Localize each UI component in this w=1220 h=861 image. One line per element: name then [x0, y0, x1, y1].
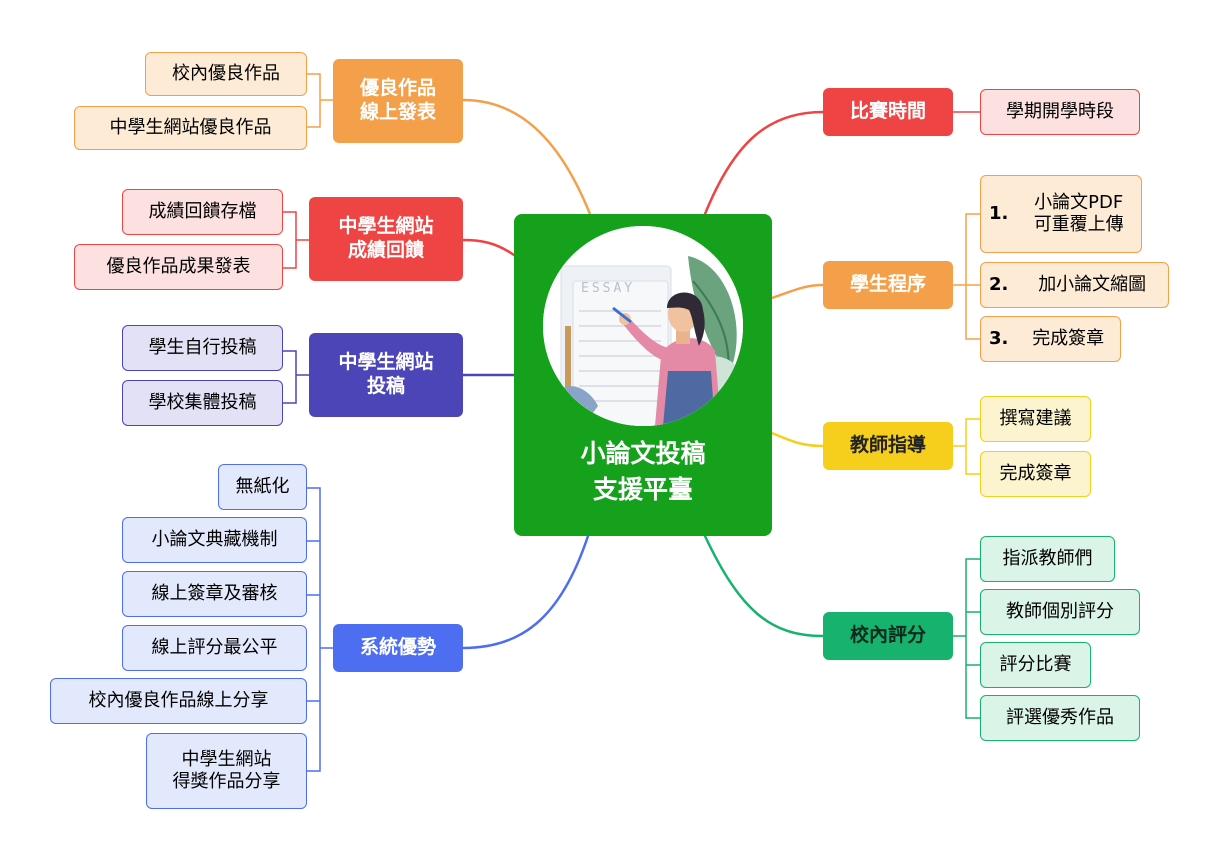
leaf-results-publish[interactable]: 優良作品成果發表	[74, 244, 283, 290]
step-text: 加小論文縮圖	[1038, 273, 1147, 295]
connector-advantages	[461, 534, 590, 650]
leaf-write-advice[interactable]: 撰寫建議	[980, 396, 1091, 442]
connector-works	[461, 98, 592, 216]
leaf-feedback-archive[interactable]: 成績回饋存檔	[122, 189, 283, 235]
leaf-archive-mechanism[interactable]: 小論文典藏機制	[122, 517, 307, 563]
connector-grading	[703, 534, 825, 638]
connector-procedure	[770, 283, 825, 300]
leaf-individual-grading[interactable]: 教師個別評分	[980, 589, 1140, 635]
step-text: 完成簽章	[1032, 327, 1105, 349]
leaf-online-signing[interactable]: 線上簽章及審核	[122, 571, 307, 617]
step-upload-pdf[interactable]: 1. 小論文PDF 可重覆上傳	[980, 175, 1142, 253]
leaf-school-share[interactable]: 校內優良作品線上分享	[50, 678, 307, 724]
leaf-fair-grading[interactable]: 線上評分最公平	[122, 625, 307, 671]
step-add-thumbnail[interactable]: 2. 加小論文縮圖	[980, 262, 1169, 308]
branch-works-online[interactable]: 優良作品 線上發表	[333, 59, 463, 143]
leaf-teacher-sign[interactable]: 完成簽章	[980, 451, 1091, 497]
connector-teacher	[770, 431, 825, 448]
branch-teacher-guidance[interactable]: 教師指導	[823, 422, 953, 470]
branch-school-grading[interactable]: 校內評分	[823, 612, 953, 660]
leaf-grading-contest[interactable]: 評分比賽	[980, 642, 1091, 688]
step-number: 1.	[989, 202, 1009, 224]
leaf-semester-start[interactable]: 學期開學時段	[980, 89, 1140, 135]
branch-student-procedure[interactable]: 學生程序	[823, 261, 953, 309]
leaf-school-works[interactable]: 校內優良作品	[145, 52, 307, 96]
leaf-self-submit[interactable]: 學生自行投稿	[122, 325, 283, 371]
leaf-select-best[interactable]: 評選優秀作品	[980, 695, 1140, 741]
leaf-assign-teachers[interactable]: 指派教師們	[980, 536, 1115, 582]
leaf-site-works[interactable]: 中學生網站優良作品	[74, 106, 307, 150]
step-number: 3.	[989, 327, 1009, 349]
center-title: 小論文投稿 支援平臺	[580, 439, 706, 505]
center-topic[interactable]: ESSAY 小論文投稿 支援平臺	[514, 214, 772, 536]
leaf-group-submit[interactable]: 學校集體投稿	[122, 380, 283, 426]
leaf-paperless[interactable]: 無紙化	[218, 464, 307, 510]
branch-advantages[interactable]: 系統優勢	[333, 624, 463, 672]
branch-feedback[interactable]: 中學生網站 成績回饋	[309, 197, 463, 281]
branch-contest-time[interactable]: 比賽時間	[823, 88, 953, 136]
step-text: 小論文PDF 可重覆上傳	[1033, 191, 1124, 236]
step-sign[interactable]: 3. 完成簽章	[980, 316, 1121, 362]
step-number: 2.	[989, 273, 1009, 295]
connector-time	[703, 110, 825, 216]
essay-board-text: ESSAY	[581, 281, 635, 296]
branch-submission[interactable]: 中學生網站 投稿	[309, 333, 463, 417]
connector-feedback	[461, 238, 516, 257]
woman-writing-essay-icon: ESSAY	[543, 226, 743, 426]
leaf-award-share[interactable]: 中學生網站 得獎作品分享	[146, 733, 307, 809]
